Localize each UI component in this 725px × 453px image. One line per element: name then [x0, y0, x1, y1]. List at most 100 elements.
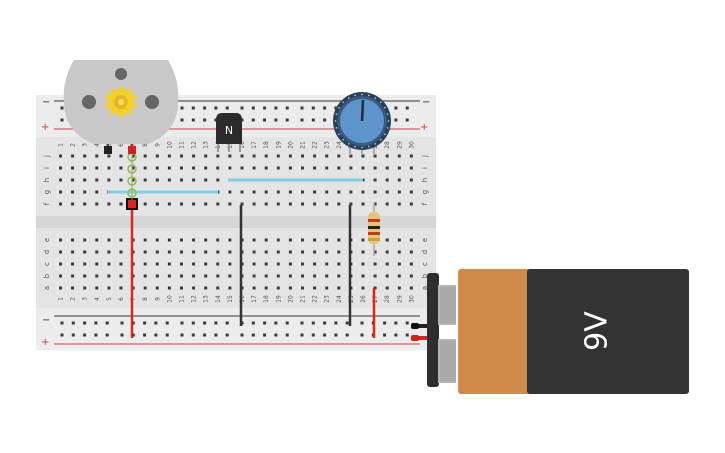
breadboard-hole[interactable] — [167, 262, 171, 266]
breadboard-hole[interactable] — [385, 262, 389, 266]
breadboard-hole[interactable] — [71, 333, 75, 337]
breadboard-hole[interactable] — [155, 178, 159, 182]
breadboard-hole[interactable] — [155, 154, 159, 158]
breadboard-hole[interactable] — [397, 238, 401, 242]
breadboard-hole[interactable] — [301, 154, 304, 158]
breadboard-hole[interactable] — [216, 166, 220, 170]
breadboard-hole[interactable] — [191, 106, 195, 110]
breadboard-hole[interactable] — [214, 118, 218, 122]
breadboard-hole[interactable] — [285, 106, 289, 110]
breadboard-hole[interactable] — [71, 154, 75, 158]
breadboard-hole[interactable] — [203, 321, 207, 325]
breadboard-hole[interactable] — [288, 238, 292, 242]
breadboard-hole[interactable] — [107, 250, 111, 254]
breadboard-hole[interactable] — [263, 333, 267, 337]
breadboard-hole[interactable] — [71, 190, 75, 194]
breadboard-hole[interactable] — [204, 262, 208, 266]
breadboard-hole[interactable] — [119, 238, 123, 242]
breadboard-hole[interactable] — [120, 333, 124, 337]
breadboard-hole[interactable] — [107, 154, 111, 158]
breadboard-hole[interactable] — [251, 333, 255, 337]
breadboard-hole[interactable] — [337, 262, 341, 266]
breadboard-hole[interactable] — [119, 154, 123, 158]
breadboard-hole[interactable] — [252, 166, 256, 170]
breadboard-hole[interactable] — [180, 166, 183, 170]
breadboard-hole[interactable] — [131, 154, 135, 158]
breadboard-hole[interactable] — [397, 262, 401, 266]
breadboard-hole[interactable] — [228, 238, 232, 242]
breadboard-hole[interactable] — [228, 274, 232, 278]
breadboard-hole[interactable] — [334, 321, 338, 325]
breadboard-hole[interactable] — [83, 274, 87, 278]
breadboard-hole[interactable] — [397, 250, 401, 254]
breadboard-hole[interactable] — [360, 321, 364, 325]
breadboard-hole[interactable] — [349, 154, 353, 158]
breadboard-hole[interactable] — [240, 166, 244, 170]
breadboard-hole[interactable] — [264, 262, 268, 266]
breadboard-hole[interactable] — [264, 202, 268, 206]
breadboard-hole[interactable] — [325, 250, 329, 254]
breadboard-hole[interactable] — [240, 202, 244, 206]
breadboard-hole[interactable] — [143, 262, 147, 266]
breadboard-hole[interactable] — [397, 166, 401, 170]
breadboard-hole[interactable] — [264, 190, 268, 194]
breadboard-hole[interactable] — [228, 166, 232, 170]
breadboard-hole[interactable] — [323, 118, 327, 122]
breadboard-hole[interactable] — [361, 154, 365, 158]
breadboard-hole[interactable] — [325, 262, 329, 266]
breadboard-hole[interactable] — [337, 166, 341, 170]
breadboard-hole[interactable] — [228, 202, 232, 206]
breadboard-hole[interactable] — [276, 190, 280, 194]
breadboard-hole[interactable] — [288, 262, 292, 266]
breadboard-hole[interactable] — [216, 274, 220, 278]
breadboard-hole[interactable] — [94, 321, 98, 325]
breadboard-hole[interactable] — [397, 202, 401, 206]
breadboard-hole[interactable] — [143, 333, 147, 337]
breadboard-hole[interactable] — [337, 154, 341, 158]
breadboard-hole[interactable] — [119, 262, 123, 266]
breadboard-hole[interactable] — [204, 286, 208, 290]
breadboard-hole[interactable] — [409, 154, 413, 158]
breadboard-hole[interactable] — [105, 321, 109, 325]
breadboard-hole[interactable] — [288, 190, 292, 194]
breadboard-hole[interactable] — [313, 190, 317, 194]
breadboard-hole[interactable] — [94, 333, 98, 337]
breadboard-hole[interactable] — [192, 202, 196, 206]
breadboard-hole[interactable] — [143, 154, 147, 158]
breadboard-hole[interactable] — [180, 118, 184, 122]
breadboard-hole[interactable] — [276, 286, 280, 290]
breadboard-hole[interactable] — [311, 118, 315, 122]
breadboard-hole[interactable] — [59, 202, 62, 206]
npn-transistor-icon[interactable]: N — [216, 113, 242, 152]
breadboard-hole[interactable] — [155, 274, 159, 278]
breadboard-hole[interactable] — [394, 106, 398, 110]
breadboard-hole[interactable] — [285, 333, 289, 337]
breadboard-hole[interactable] — [71, 238, 75, 242]
breadboard-hole[interactable] — [345, 321, 349, 325]
breadboard-hole[interactable] — [107, 178, 111, 182]
breadboard-hole[interactable] — [154, 333, 158, 337]
breadboard-hole[interactable] — [228, 286, 232, 290]
breadboard-hole[interactable] — [83, 321, 87, 325]
breadboard-hole[interactable] — [409, 178, 413, 182]
breadboard-hole[interactable] — [155, 202, 159, 206]
breadboard-hole[interactable] — [167, 274, 171, 278]
breadboard-hole[interactable] — [180, 262, 183, 266]
breadboard-hole[interactable] — [83, 250, 87, 254]
breadboard-hole[interactable] — [192, 166, 196, 170]
breadboard-hole[interactable] — [167, 250, 171, 254]
breadboard-hole[interactable] — [59, 250, 62, 254]
breadboard-hole[interactable] — [263, 106, 267, 110]
breadboard-hole[interactable] — [119, 166, 123, 170]
breadboard-hole[interactable] — [131, 321, 135, 325]
breadboard-hole[interactable] — [119, 178, 123, 182]
breadboard-hole[interactable] — [204, 202, 208, 206]
breadboard-hole[interactable] — [337, 274, 341, 278]
breadboard-hole[interactable] — [59, 178, 62, 182]
breadboard-hole[interactable] — [59, 274, 62, 278]
breadboard-hole[interactable] — [334, 106, 338, 110]
breadboard-hole[interactable] — [325, 202, 329, 206]
breadboard-hole[interactable] — [59, 154, 62, 158]
breadboard-hole[interactable] — [95, 178, 99, 182]
breadboard-hole[interactable] — [71, 321, 75, 325]
